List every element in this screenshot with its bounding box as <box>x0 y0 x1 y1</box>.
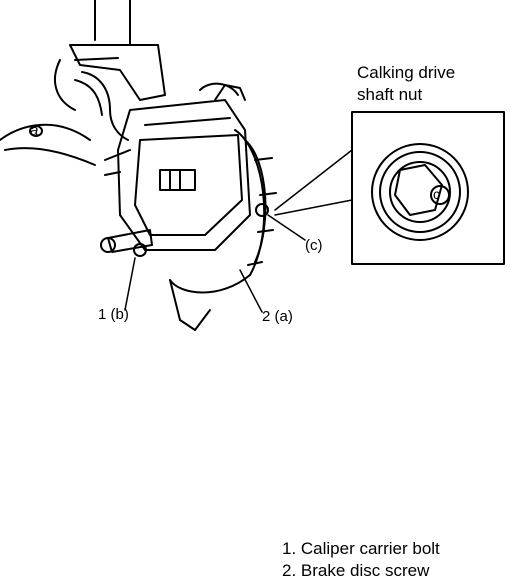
inset-nut-letter: c <box>433 186 440 202</box>
inset-leaders <box>274 149 353 216</box>
inset-title-line2: shaft nut <box>357 85 423 104</box>
caliper-carrier-bolt <box>100 229 153 257</box>
legend-item-1: 1. Caliper carrier bolt <box>282 539 440 558</box>
drive-shaft-nut-inset <box>351 111 505 265</box>
callout-disc-screw: 2 (a) <box>262 308 293 325</box>
arm-label: a <box>30 122 39 139</box>
lower-arm <box>0 123 96 166</box>
brake-hose <box>74 71 129 141</box>
callout-leaders <box>124 214 306 313</box>
wheel-studs <box>247 157 277 266</box>
caliper-body <box>104 82 251 251</box>
callout-nut: (c) <box>305 237 323 254</box>
callout-caliper-bolt: 1 (b) <box>98 306 129 323</box>
legend-item-2: 2. Brake disc screw <box>282 561 430 580</box>
brake-disc <box>169 129 267 331</box>
inset-title-line1: Calking drive <box>357 63 456 82</box>
strut <box>54 0 166 111</box>
